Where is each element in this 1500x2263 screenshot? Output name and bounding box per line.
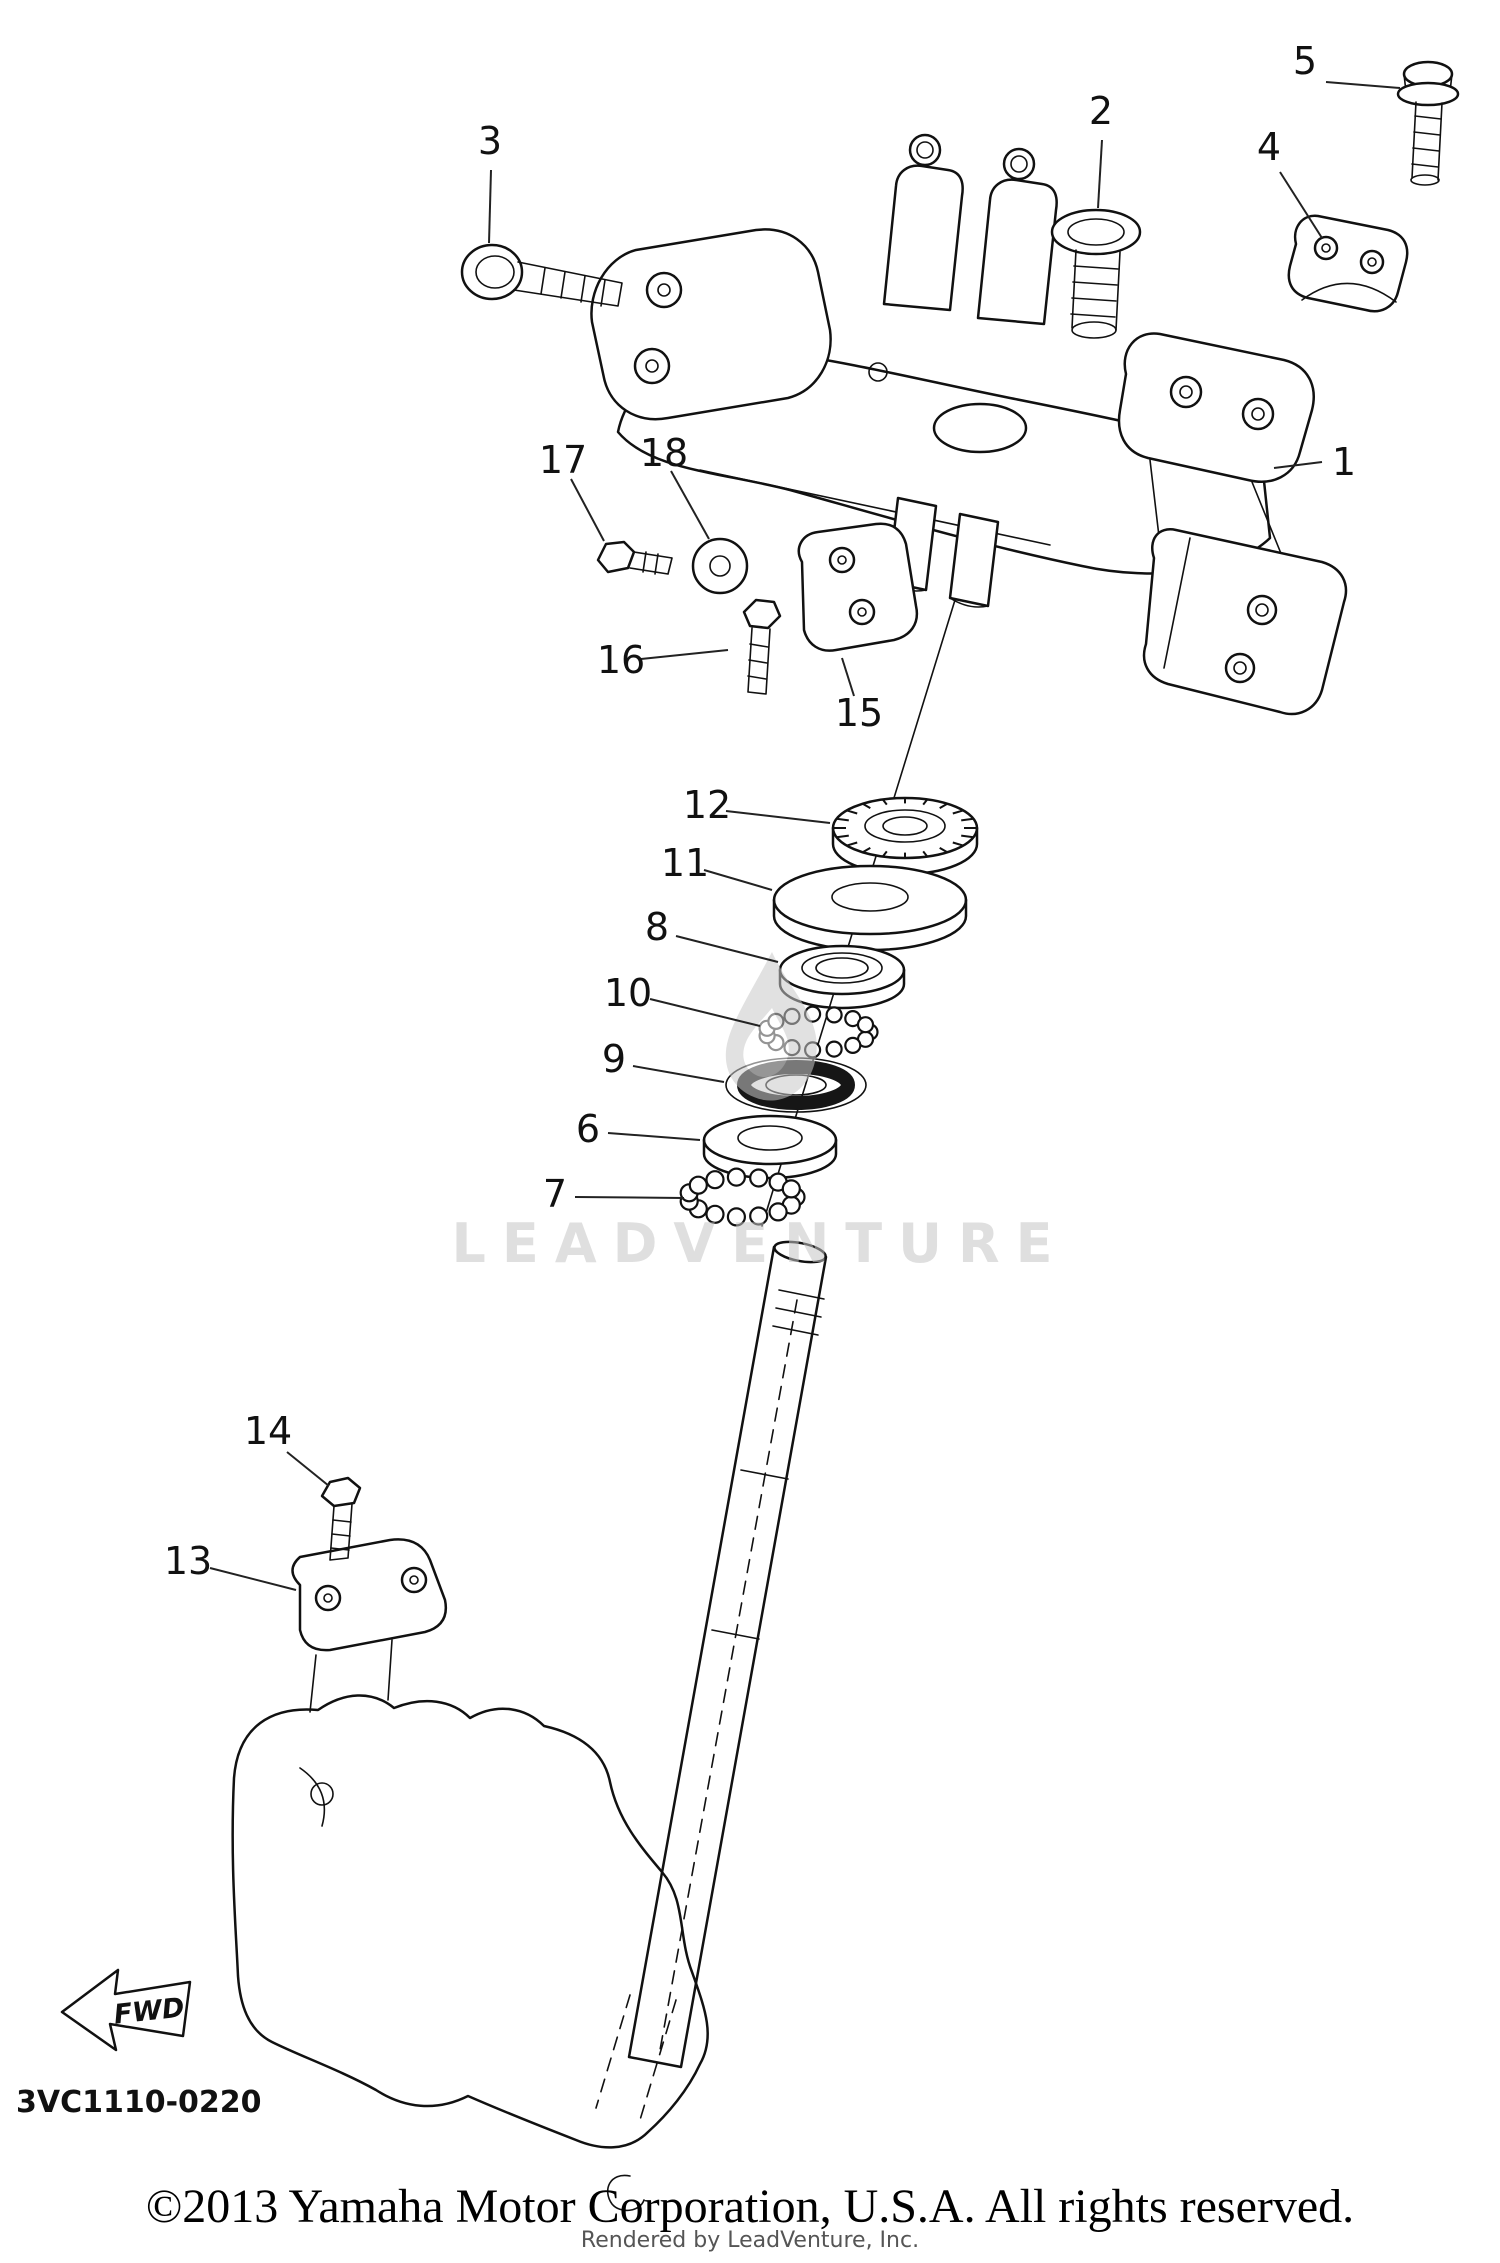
callout-7: 7: [543, 1172, 567, 1216]
watermark: LEADVENTURE: [452, 952, 1069, 1275]
callout-11: 11: [661, 841, 709, 885]
leadventure-flame-icon: [725, 952, 817, 1101]
part-6-washer: [702, 1114, 838, 1180]
part-14-bolt: [320, 1476, 362, 1561]
watermark-text: LEADVENTURE: [452, 1212, 1069, 1275]
callout-16: 16: [597, 638, 645, 682]
callout-8: 8: [645, 905, 669, 949]
part-11-washer: [772, 864, 968, 952]
ring-nut-castellations: [833, 798, 977, 858]
callout-17: 17: [539, 438, 587, 482]
callout-18: 18: [640, 431, 688, 475]
callout-2: 2: [1089, 89, 1113, 133]
part-13-bracket: [291, 1538, 448, 1652]
callout-15: 15: [835, 691, 883, 735]
callout-14: 14: [244, 1409, 292, 1453]
callout-1: 1: [1332, 440, 1356, 484]
part-18-washer: [691, 537, 749, 595]
callout-6: 6: [576, 1107, 600, 1151]
lower-casting: [231, 1639, 709, 2212]
part-7-ball-bearing: [679, 1167, 806, 1227]
callout-5: 5: [1293, 39, 1317, 83]
rendered-by-text: Rendered by LeadVenture, Inc.: [581, 2228, 919, 2253]
callout-13: 13: [164, 1539, 212, 1583]
copyright-text: ©2013 Yamaha Motor Corporation, U.S.A. A…: [146, 2180, 1354, 2233]
callout-10: 10: [604, 971, 652, 1015]
part-17-bolt: [596, 540, 673, 575]
fwd-arrow-icon: FWD: [60, 1968, 192, 2052]
callout-9: 9: [602, 1037, 626, 1081]
callout-12: 12: [683, 783, 731, 827]
fwd-label: FWD: [112, 1992, 185, 2030]
callout-numbers: 1 2 3 4 5 6 7 8 9 10 11 12 13 14 15 16 1…: [164, 39, 1356, 1583]
steering-stem: [627, 1240, 828, 2069]
callout-4: 4: [1257, 125, 1281, 169]
part-5-bolt: [1396, 60, 1460, 186]
part-2-bolt: [1050, 208, 1142, 339]
part-16-bolt: [742, 598, 782, 695]
callout-leader-lines: [209, 81, 1401, 1591]
part-4-holder-cap: [1287, 214, 1409, 313]
part-3-bolt: [460, 243, 623, 307]
part-12-ring-nut: [831, 796, 979, 876]
callout-3: 3: [478, 119, 502, 163]
diagram-part-code: 3VC1110-0220: [16, 2085, 262, 2120]
part-1-upper-bracket: [590, 133, 1348, 716]
part-15-bracket: [797, 522, 919, 652]
